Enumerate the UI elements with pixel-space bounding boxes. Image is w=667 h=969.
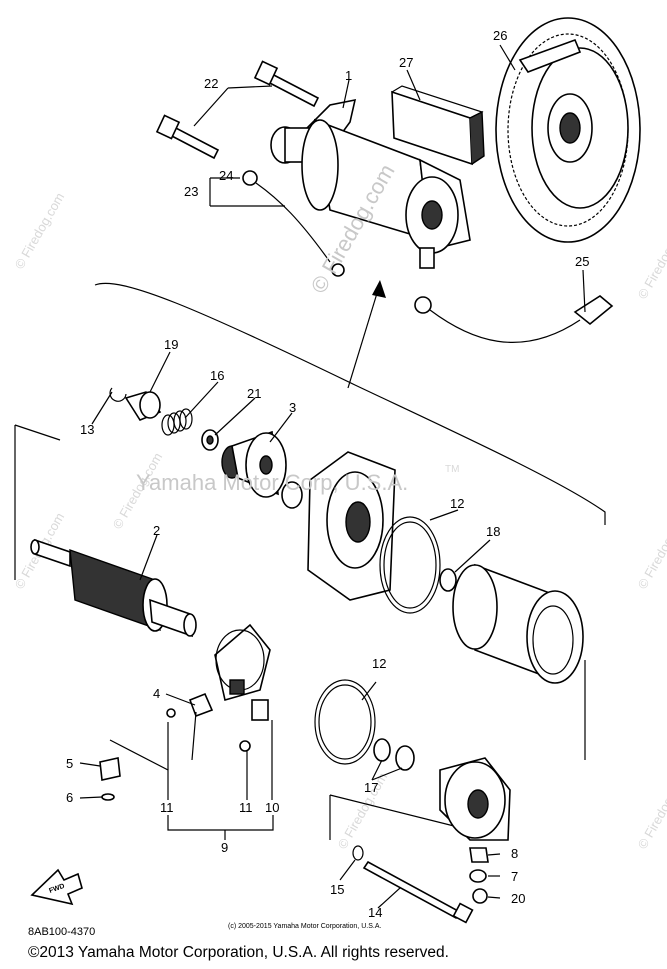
starter-motor-assembly: [270, 98, 471, 269]
callout-22: 22: [204, 76, 218, 91]
brush-holder: [214, 623, 271, 752]
side-watermark: © Firedog.com: [635, 220, 667, 302]
starter-bolts: [155, 60, 320, 160]
callout-26: 26: [493, 28, 507, 43]
starter-damper: [391, 85, 485, 166]
armature: [30, 538, 197, 638]
callout-15: 15: [330, 882, 344, 897]
callout-27: 27: [399, 55, 413, 70]
callout-7: 7: [511, 869, 518, 884]
callout-3: 3: [289, 400, 296, 415]
o-ring-upper: [379, 516, 457, 614]
callout-2: 2: [153, 523, 160, 538]
callout-16: 16: [210, 368, 224, 383]
callout-9: 9: [221, 840, 228, 855]
callout-12: 12: [450, 496, 464, 511]
side-watermark: © Firedog.com: [335, 770, 391, 852]
callout-25: 25: [575, 254, 589, 269]
trademark-mark: TM: [445, 464, 459, 475]
copyright-small: (c) 2005-2015 Yamaha Motor Corporation, …: [228, 923, 381, 930]
callout-14: 14: [368, 905, 382, 920]
rear-cover: [439, 757, 511, 841]
flywheel-ring-gear: [495, 17, 641, 243]
part-code: 8AB100-4370: [28, 926, 95, 938]
copyright-footer: ©2013 Yamaha Motor Corporation, U.S.A. A…: [28, 944, 449, 961]
side-watermark: © Firedog.com: [635, 510, 667, 592]
overrunning-clutch: [221, 430, 303, 509]
callout-11: 11: [239, 800, 253, 815]
small-parts-upper: [109, 387, 219, 451]
side-watermark: © Firedog.com: [12, 190, 68, 272]
callout-1: 1: [345, 68, 352, 83]
callout-8: 8: [511, 846, 518, 861]
brush-and-bolt: [99, 692, 214, 801]
callout-19: 19: [164, 337, 178, 352]
callout-21: 21: [247, 386, 261, 401]
assembly-bracket: [94, 280, 606, 525]
callout-10: 10: [265, 800, 279, 815]
boundary-lines: [14, 424, 586, 840]
fwd-arrow: FWD: [30, 868, 83, 906]
callout-24: 24: [219, 168, 233, 183]
side-watermark: © Firedog.com: [635, 770, 667, 852]
lead-wire: [242, 170, 345, 277]
starter-cable: [414, 295, 614, 343]
yoke-housing: [452, 563, 584, 684]
callout-6: 6: [66, 790, 73, 805]
o-ring-lower: [314, 679, 415, 771]
callout-4: 4: [153, 686, 160, 701]
callout-17: 17: [364, 780, 378, 795]
callout-5: 5: [66, 756, 73, 771]
yamaha-watermark: Yamaha Motor Corp, U.S.A.: [136, 470, 408, 495]
leader-lines-lower: [79, 351, 501, 909]
callout-18: 18: [486, 524, 500, 539]
callout-11: 11: [160, 800, 174, 815]
front-cover: [307, 451, 396, 601]
callout-12: 12: [372, 656, 386, 671]
callout-23: 23: [184, 184, 198, 199]
leader-lines-top: [193, 44, 586, 313]
callout-labels: 1 2 3 4 5 6 7 8 9 10 11 11 12 12 13 14 1…: [66, 28, 589, 920]
callout-20: 20: [511, 891, 525, 906]
through-bolt: [352, 845, 489, 924]
callout-13: 13: [80, 422, 94, 437]
